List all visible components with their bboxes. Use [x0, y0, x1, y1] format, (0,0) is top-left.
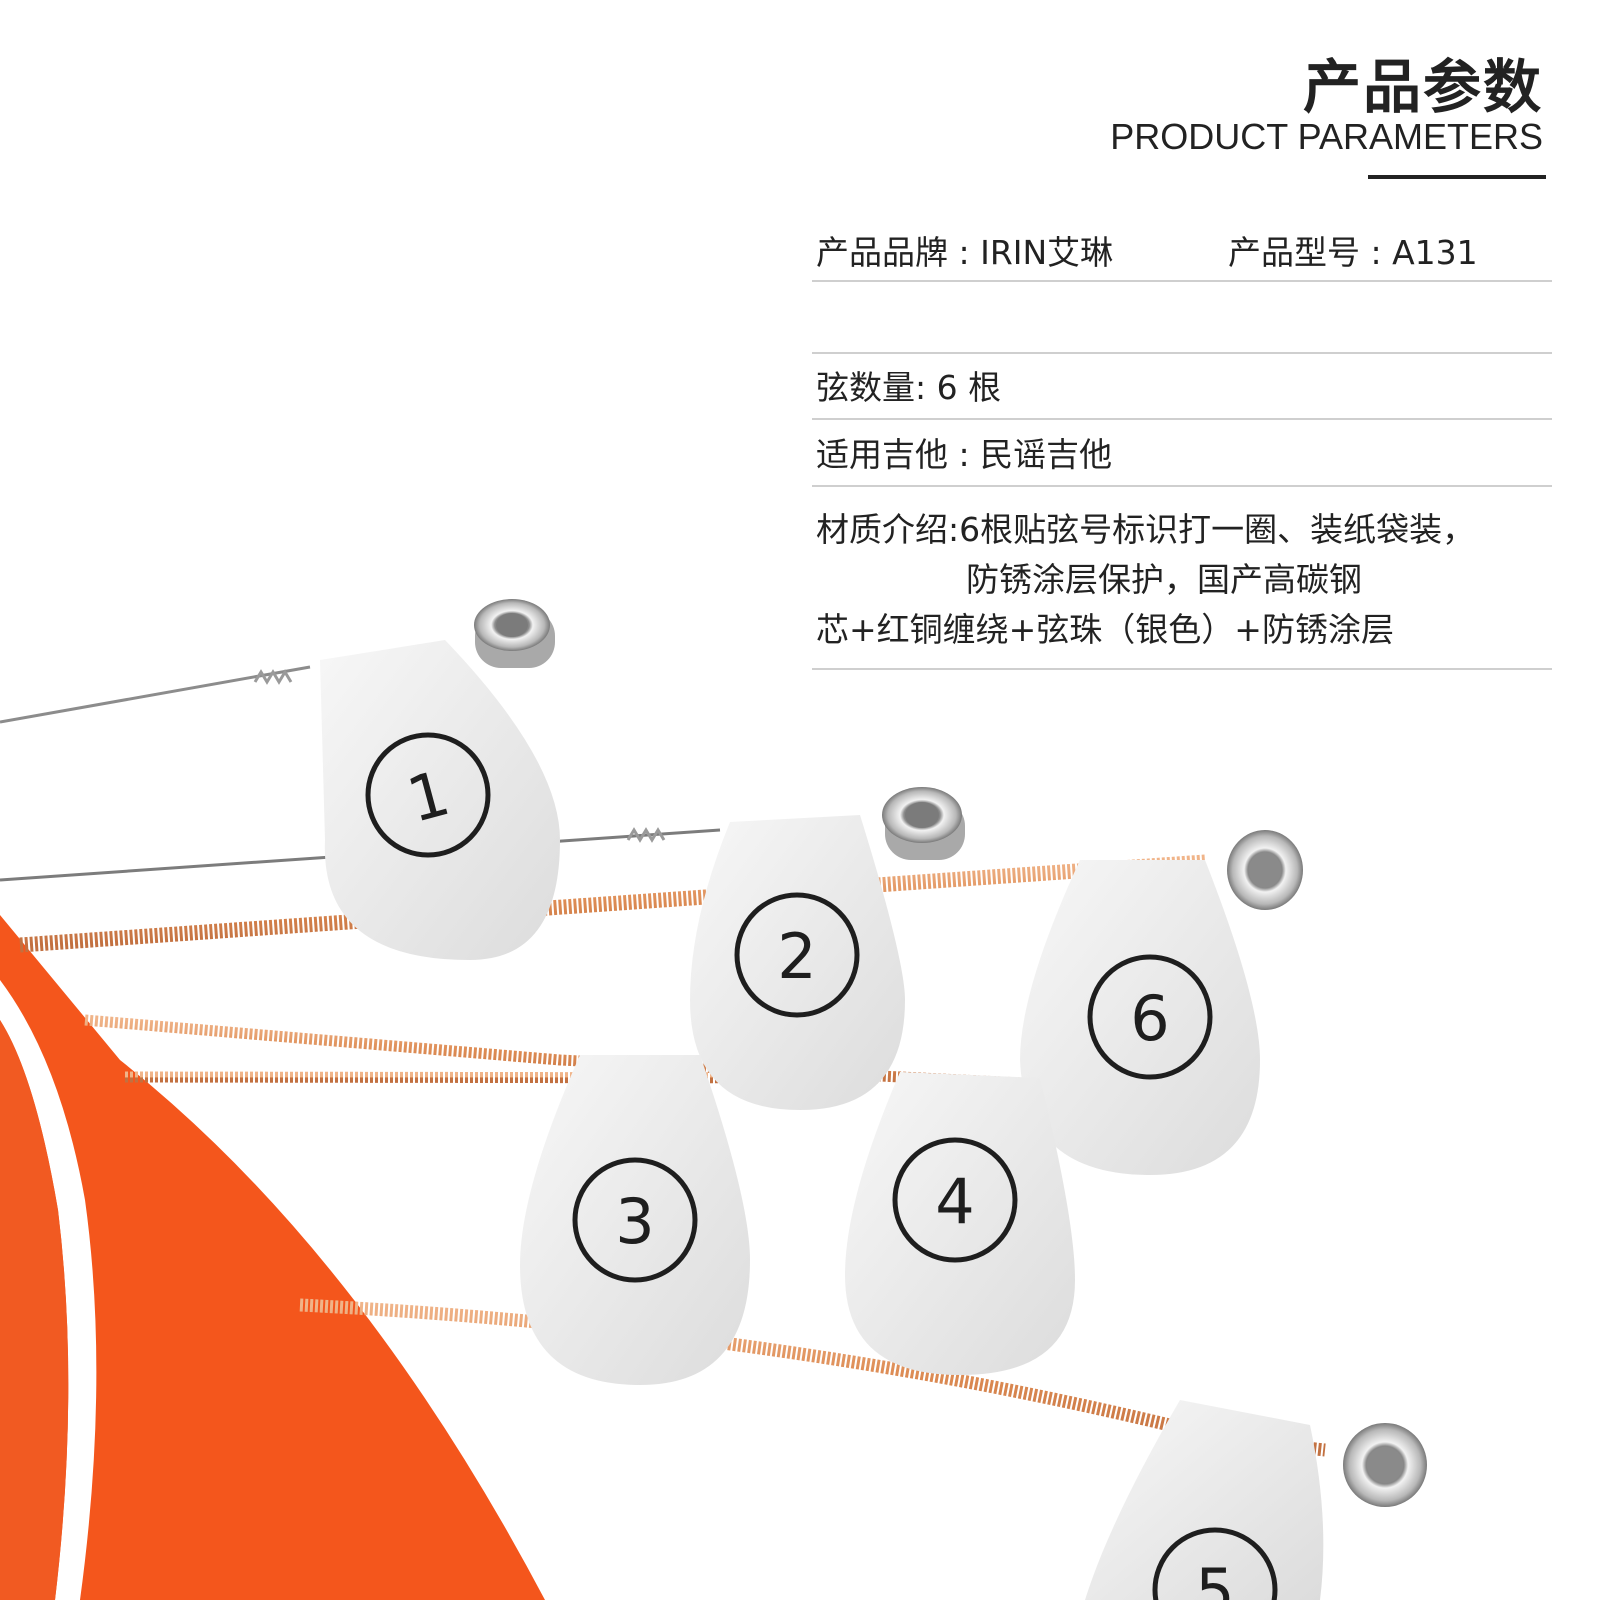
- param-brand: 产品品牌 : IRIN艾琳: [816, 233, 1114, 272]
- divider: [812, 668, 1552, 670]
- param-material: 材质介绍:6根贴弦号标识打一圈、装纸袋装， 防锈涂层保护，国产高碳钢 芯+红铜缠…: [816, 505, 1551, 655]
- divider: [812, 485, 1552, 487]
- ball-end-6: [1227, 830, 1303, 910]
- string-3: [124, 1071, 881, 1084]
- tag-4: 4: [845, 1072, 1075, 1375]
- ball-end-1: [474, 599, 555, 668]
- param-model: 产品型号 : A131: [1228, 233, 1478, 272]
- ball-end-2: [882, 787, 965, 860]
- ball-end-5: [1343, 1423, 1427, 1507]
- tag-1: 1: [320, 640, 560, 960]
- string-5: [299, 1298, 1326, 1457]
- material-line-3: 芯+红铜缠绕+弦珠（银色）+防锈涂层: [816, 610, 1394, 649]
- divider: [812, 352, 1552, 354]
- string-6: [19, 854, 1206, 953]
- tag-6: 6: [1020, 860, 1260, 1175]
- string-4: [84, 1014, 1061, 1091]
- tag-5-number: 5: [1195, 1555, 1234, 1600]
- tag-2: 2: [690, 815, 905, 1110]
- tag-3: 3: [520, 1055, 750, 1385]
- tag-2-number: 2: [777, 920, 816, 993]
- tag-5: 5: [1085, 1400, 1324, 1600]
- tag-6-number: 6: [1130, 982, 1169, 1055]
- tag-3-number: 3: [615, 1185, 654, 1258]
- page-title: 产品参数: [1302, 53, 1543, 121]
- title-underline: [1368, 175, 1546, 179]
- divider: [812, 418, 1552, 420]
- orange-packet: [0, 915, 545, 1600]
- page-subtitle: PRODUCT PARAMETERS: [1110, 116, 1543, 157]
- tag-4-number: 4: [935, 1165, 974, 1238]
- param-string-count: 弦数量: 6 根: [816, 368, 1002, 407]
- param-guitar-type: 适用吉他 : 民谣吉他: [816, 435, 1113, 474]
- divider: [812, 280, 1552, 282]
- material-line-2: 防锈涂层保护，国产高碳钢: [966, 560, 1362, 599]
- material-line-1: 材质介绍:6根贴弦号标识打一圈、装纸袋装，: [816, 510, 1476, 549]
